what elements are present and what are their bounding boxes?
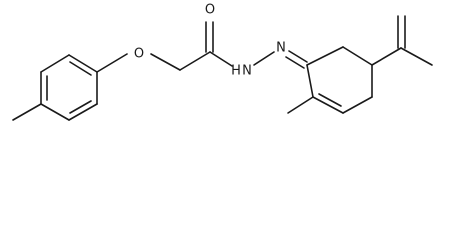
- tolyl-ring: [40, 54, 98, 121]
- cyclohexene-ring: [306, 46, 373, 114]
- bond-ring-inner-2: [69, 100, 92, 114]
- bond-ch2-carbonyl: [179, 51, 211, 71]
- bond-ring-6: [40, 54, 70, 73]
- bond-cyc-2: [342, 46, 373, 66]
- chemical-structure: O O N H N: [12, 3, 433, 121]
- bond-ring-1: [68, 54, 98, 73]
- oxygen-carbonyl-label: O: [205, 3, 215, 18]
- bond-imine-double-1: [288, 50, 308, 63]
- bond-ring-4: [40, 103, 70, 121]
- bond-cyc-6: [306, 64, 314, 98]
- bond-vinyl-methyl: [400, 47, 433, 66]
- bond-isopropenyl: [371, 47, 402, 66]
- bond-carbonyl-nitrogen: [209, 51, 233, 67]
- bond-cyc-5: [312, 96, 344, 114]
- bond-cyc-double: [318, 93, 342, 107]
- bond-imine-double-2: [285, 56, 305, 69]
- bond-cyc-4: [342, 96, 373, 114]
- bond-cyc-1: [306, 46, 344, 66]
- oxygen-ether-label: O: [134, 47, 144, 62]
- bond-nitrogen-nitrogen: [253, 51, 275, 66]
- nitrogen-hydrazide-label: N: [242, 64, 252, 79]
- bond-ring-oxygen: [96, 53, 128, 73]
- bond-ring-inner-1: [69, 61, 92, 76]
- nitrogen-hydrazide-hydrogen-label: H: [231, 64, 241, 79]
- bond-oxygen-ch2: [150, 53, 181, 71]
- bond-cyc-methyl: [287, 96, 314, 114]
- bond-ring-methyl: [12, 103, 42, 121]
- bond-ring-3: [68, 103, 98, 121]
- nitrogen-imine-label: N: [276, 41, 286, 56]
